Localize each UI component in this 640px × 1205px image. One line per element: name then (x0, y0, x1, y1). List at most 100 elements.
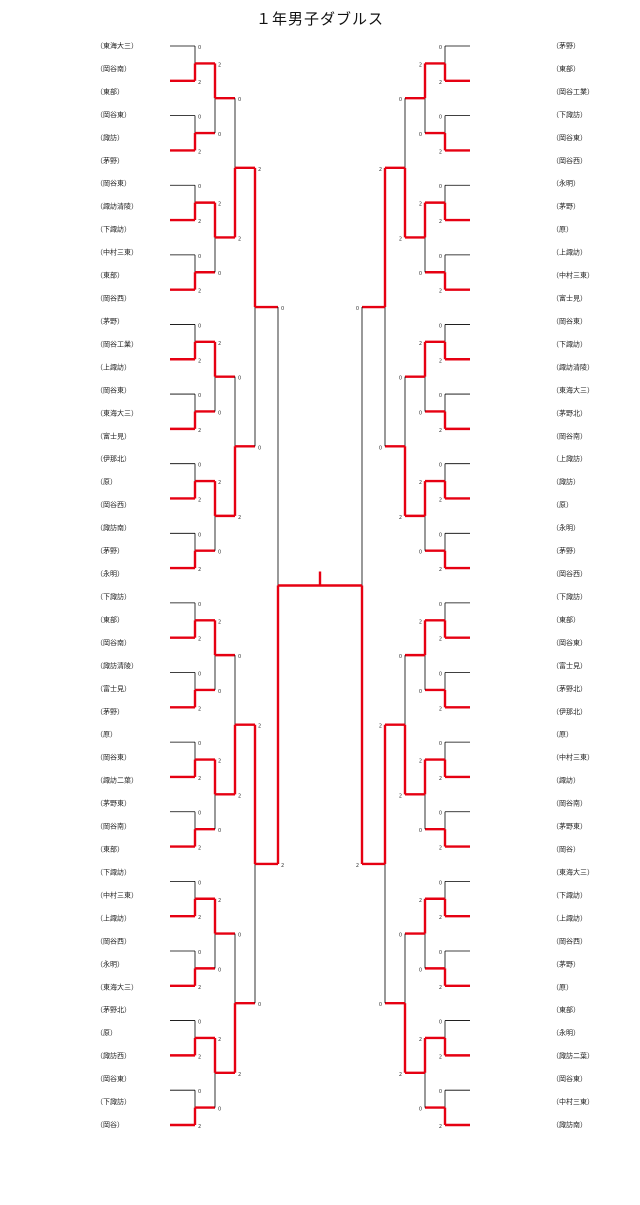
right-school-label: （中村三東） (552, 753, 594, 762)
right-score: 0 (379, 1002, 382, 1008)
left-score: 0 (258, 1002, 261, 1008)
left-score: 2 (198, 149, 201, 155)
right-school-label: （岡谷西） (552, 936, 587, 945)
left-school-label: （東海大三） (96, 41, 138, 50)
left-score: 0 (238, 654, 241, 660)
left-score: 2 (198, 1054, 201, 1060)
left-school-label: （富士見） (96, 431, 131, 440)
left-school-label: （東部） (96, 271, 124, 280)
right-school-label: （下諏訪） (552, 110, 587, 119)
left-score: 2 (198, 985, 201, 991)
right-school-label: （東海大三） (552, 867, 594, 876)
right-score: 0 (399, 97, 402, 103)
right-school-label: （永明） (552, 1028, 580, 1037)
right-score: 2 (399, 793, 402, 799)
right-score: 0 (439, 811, 442, 817)
left-school-label: （原） (96, 478, 117, 486)
right-score: 2 (439, 776, 442, 782)
left-school-label: （上諏訪） (96, 913, 131, 922)
left-school-label: （岡谷東） (96, 753, 131, 762)
left-score: 0 (198, 254, 201, 260)
right-school-label: （東部） (552, 64, 580, 73)
right-score: 2 (439, 985, 442, 991)
right-score: 2 (439, 567, 442, 573)
left-school-label: （永明） (96, 959, 124, 968)
right-score: 2 (356, 863, 359, 869)
right-score: 2 (379, 724, 382, 730)
right-score: 2 (399, 515, 402, 521)
left-score: 0 (198, 393, 201, 399)
left-score: 2 (198, 219, 201, 225)
left-score: 0 (238, 97, 241, 103)
left-school-label: （岡谷南） (96, 822, 131, 831)
right-score: 2 (439, 637, 442, 643)
left-score: 2 (198, 80, 201, 86)
right-school-label: （永明） (552, 523, 580, 532)
left-score: 2 (198, 915, 201, 921)
right-school-label: （茅野北） (552, 684, 587, 693)
right-score: 0 (439, 463, 442, 469)
right-score: 2 (399, 236, 402, 242)
page-title: １年男子ダブルス (255, 10, 384, 28)
right-school-label: （原） (552, 731, 573, 739)
left-school-label: （岡谷） (96, 1120, 124, 1129)
right-school-label: （茅野東） (552, 822, 587, 831)
left-school-label: （東海大三） (96, 408, 138, 417)
left-school-label: （岡谷東） (96, 385, 131, 394)
right-score: 0 (439, 741, 442, 747)
right-score: 2 (419, 1037, 422, 1043)
left-score: 2 (218, 1037, 221, 1043)
left-school-label: （伊那北） (96, 454, 131, 463)
right-school-label: （下諏訪） (552, 339, 587, 348)
right-score: 0 (439, 602, 442, 608)
left-school-label: （東海大三） (96, 982, 138, 991)
left-score: 0 (238, 376, 241, 382)
left-score: 0 (198, 811, 201, 817)
left-score: 2 (198, 637, 201, 643)
right-school-label: （岡谷南） (552, 431, 587, 440)
left-score: 0 (198, 115, 201, 121)
right-score: 2 (439, 706, 442, 712)
left-school-label: （岡谷工業） (96, 339, 138, 348)
right-score: 0 (439, 323, 442, 329)
right-school-label: （下諏訪） (552, 592, 587, 601)
right-school-label: （富士見） (552, 661, 587, 670)
right-score: 0 (439, 45, 442, 51)
left-score: 0 (198, 463, 201, 469)
left-score: 2 (198, 1124, 201, 1130)
right-school-label: （下諏訪） (552, 890, 587, 899)
left-school-label: （岡谷東） (96, 179, 131, 188)
right-school-label: （茅野北） (552, 408, 587, 417)
left-school-label: （下諏訪） (96, 867, 131, 876)
left-score: 2 (218, 62, 221, 68)
left-score: 0 (218, 410, 221, 416)
left-school-label: （富士見） (96, 684, 131, 693)
left-score: 0 (198, 323, 201, 329)
right-score: 0 (419, 410, 422, 416)
right-score: 0 (419, 967, 422, 973)
left-school-label: （中村三東） (96, 890, 138, 899)
right-score: 0 (399, 654, 402, 660)
right-school-label: （茅野） (552, 202, 580, 211)
right-school-label: （諏訪二葉） (552, 1051, 594, 1060)
right-score: 2 (439, 80, 442, 86)
left-school-label: （茅野） (96, 707, 124, 716)
right-school-label: （永明） (552, 179, 580, 188)
left-score: 2 (198, 428, 201, 434)
left-school-label: （岡谷西） (96, 294, 131, 303)
left-score: 2 (281, 863, 284, 869)
left-score: 2 (198, 706, 201, 712)
left-score: 2 (218, 898, 221, 904)
right-score: 2 (439, 846, 442, 852)
right-school-label: （岡谷西） (552, 156, 587, 165)
left-score: 0 (198, 1020, 201, 1026)
right-school-label: （原） (552, 226, 573, 234)
left-school-label: （東部） (96, 87, 124, 96)
left-score: 0 (218, 1107, 221, 1113)
left-score: 0 (218, 271, 221, 277)
left-score: 0 (218, 132, 221, 138)
left-score: 2 (258, 724, 261, 730)
right-score: 0 (379, 445, 382, 451)
right-school-label: （諏訪南） (552, 1120, 587, 1129)
